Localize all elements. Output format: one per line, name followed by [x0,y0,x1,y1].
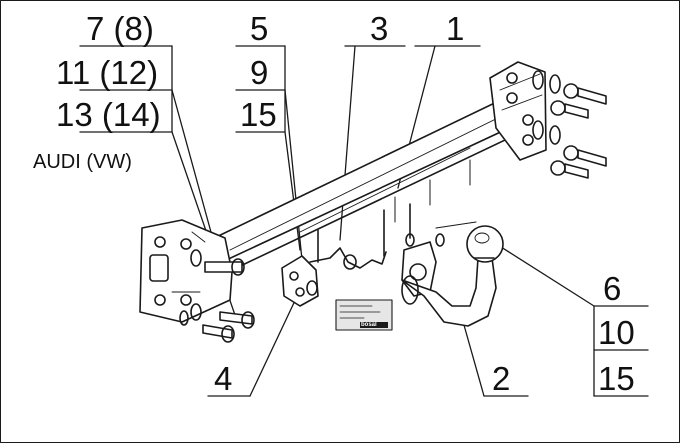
plate-brand-text: bosal [361,322,377,328]
right-bolts [532,70,607,179]
left-bolts [179,249,255,343]
label-4: 4 [214,360,233,397]
label-13-14: 13 (14) [56,96,161,133]
label-leader-lines [79,45,649,397]
label-1: 1 [446,10,465,47]
label-10: 10 [598,314,635,351]
tow-ball-assembly [401,221,504,327]
socket-bracket [309,203,411,270]
centre-bracket [281,255,319,307]
right-bracket [489,61,547,161]
label-7-8: 7 (8) [86,10,154,47]
left-bracket [139,219,233,323]
label-9: 9 [250,54,269,91]
label-2: 2 [492,360,511,397]
label-15-left: 15 [240,96,277,133]
label-brand: AUDI (VW) [33,151,132,173]
label-5: 5 [250,10,269,47]
label-3: 3 [370,10,389,47]
label-11-12: 11 (12) [56,54,159,91]
label-15-right: 15 [598,360,635,397]
name-plate [335,299,393,331]
label-6: 6 [603,270,622,307]
